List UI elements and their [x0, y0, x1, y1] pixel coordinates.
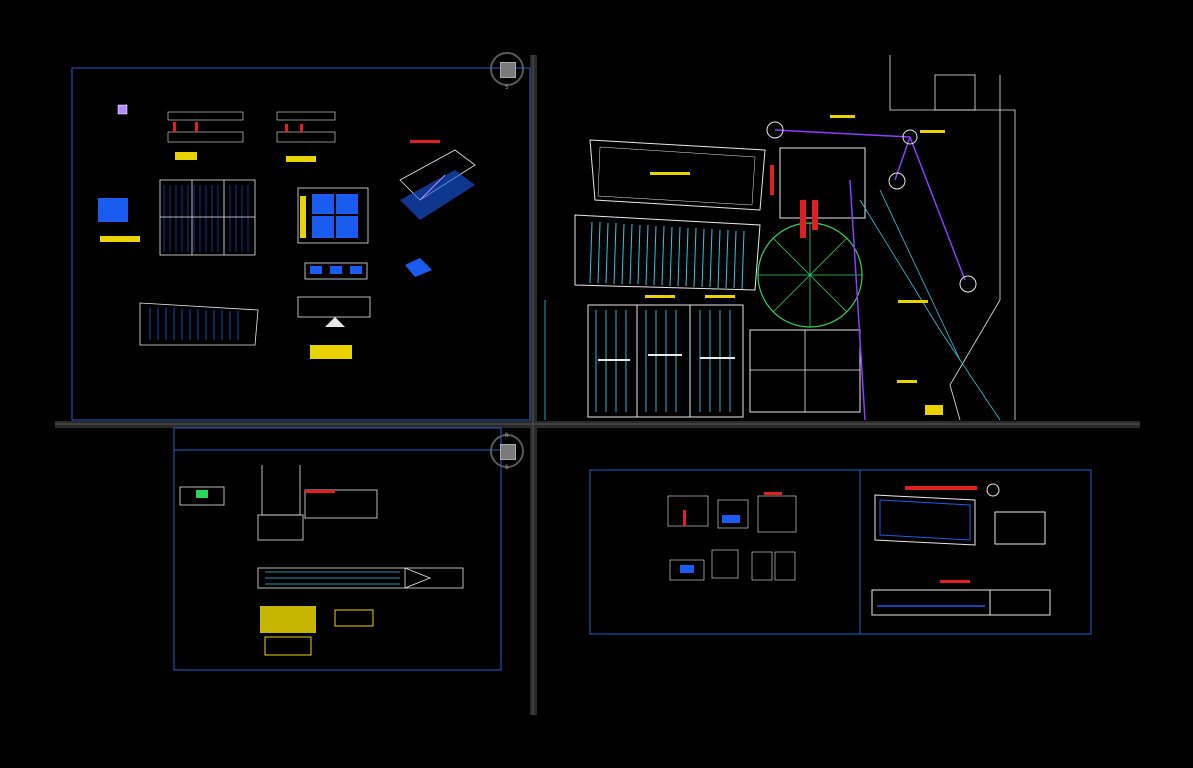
viewcube-south-label: S	[505, 464, 509, 471]
site-plan-top-right	[544, 55, 1016, 421]
viewcube-north-label: N	[505, 432, 509, 439]
sheet-bottom-right-details	[589, 469, 1092, 635]
viewcube-face[interactable]	[500, 62, 516, 78]
sheet-bottom-left	[173, 427, 502, 671]
viewcube-icon[interactable]: S	[490, 52, 524, 91]
viewcube-icon[interactable]: N S	[490, 432, 524, 471]
viewcube-south-label: S	[505, 84, 509, 91]
viewport-dividers[interactable]	[55, 55, 1140, 715]
sheet-details-top-left	[71, 67, 531, 421]
viewcube-face[interactable]	[500, 444, 516, 460]
